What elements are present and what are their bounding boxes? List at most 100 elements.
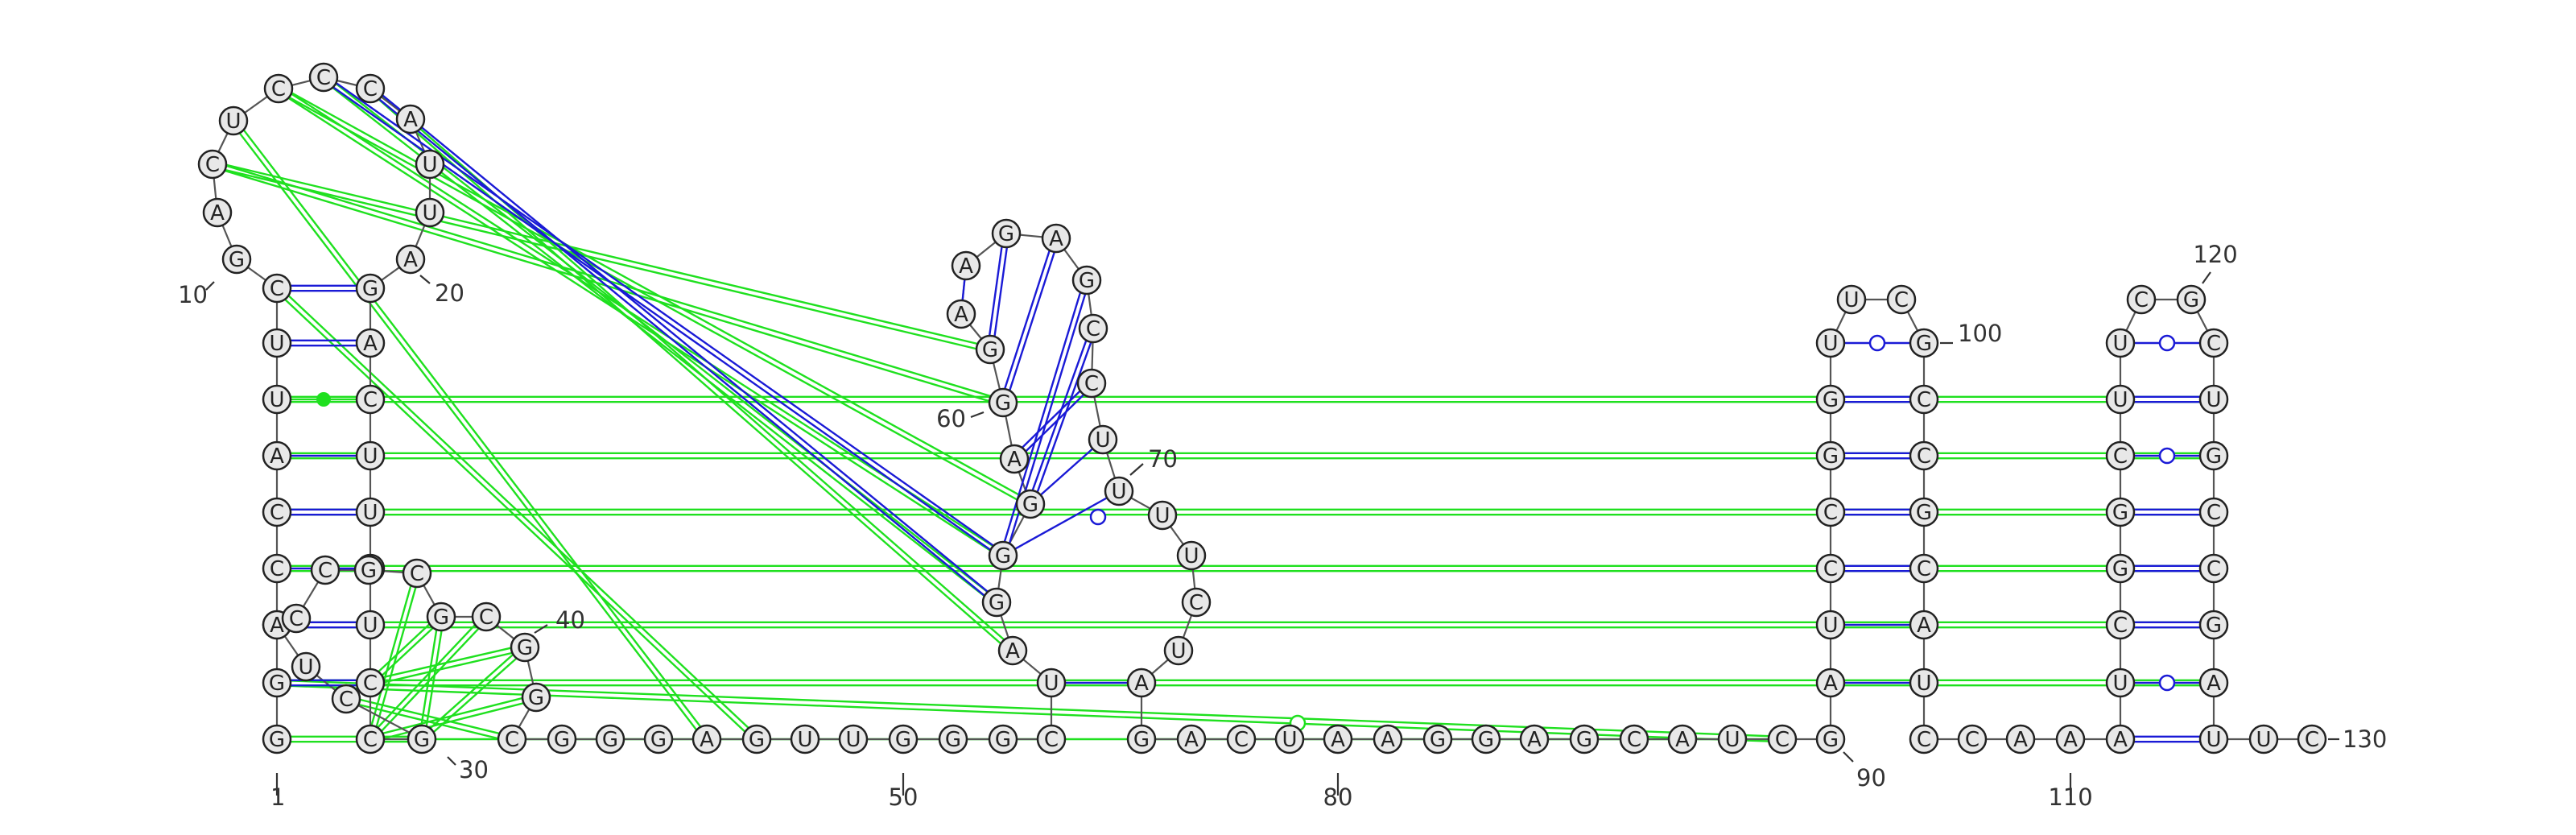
nucleotide-base: U: [2206, 728, 2221, 752]
position-label: 100: [1958, 320, 2002, 347]
base-pair: [321, 74, 1005, 559]
nucleotide-base: C: [289, 607, 303, 631]
nucleotide-base: C: [1917, 728, 1931, 752]
nucleotide: U: [1815, 328, 1846, 358]
nucleotide: C: [355, 384, 386, 415]
nucleotide: C: [331, 684, 361, 714]
nucleotide-base: A: [1134, 672, 1149, 696]
nucleotide-base: G: [1576, 728, 1592, 752]
nucleotide: G: [1422, 724, 1453, 754]
base-pair: [2120, 508, 2214, 516]
nucleotide-base: U: [362, 501, 378, 525]
nucleotide: G: [521, 682, 551, 713]
nucleotide: C: [1909, 384, 1939, 415]
nucleotide-base: G: [414, 728, 430, 752]
nucleotide-base: C: [2134, 288, 2149, 312]
nucleotide-base: C: [270, 277, 284, 301]
base-pair: [2120, 564, 2214, 573]
nucleotide-base: G: [1823, 388, 1839, 412]
position-tick: [970, 411, 985, 419]
nucleotide: C: [197, 149, 228, 180]
nucleotide-base: A: [363, 332, 378, 356]
nucleotide: G: [1071, 265, 1102, 296]
nucleotide: C: [1815, 497, 1846, 527]
nucleotide: C: [2105, 610, 2136, 640]
nucleotide-base: U: [1823, 614, 1838, 638]
nucleotide: U: [2198, 384, 2229, 415]
nucleotide: U: [1836, 284, 1867, 315]
nucleotide: C: [471, 601, 502, 632]
nucleotide-base: A: [403, 108, 418, 132]
nucleotide: C: [355, 724, 386, 754]
nucleotide-base: G: [554, 728, 570, 752]
nucleotide-base: C: [1894, 288, 1909, 312]
nucleotide: C: [308, 62, 339, 93]
nucleotide: U: [2105, 328, 2136, 358]
nucleotide: C: [2198, 328, 2229, 358]
nucleotide: G: [262, 724, 292, 754]
nucleotide: A: [2005, 724, 2036, 754]
nucleotide-base: U: [1282, 728, 1297, 752]
nucleotide: G: [2198, 440, 2229, 471]
nucleotide-base: A: [1527, 728, 1542, 752]
nucleotide-base: U: [1183, 544, 1199, 568]
nucleotide-base: A: [2063, 728, 2078, 752]
nucleotide: A: [1519, 724, 1550, 754]
nucleotide: C: [1909, 440, 1939, 471]
nucleotide: U: [355, 497, 386, 527]
nucleotide: G: [988, 387, 1018, 418]
base-pair: [1831, 508, 1924, 516]
nucleotide: G: [988, 540, 1018, 571]
position-label: 50: [889, 783, 919, 811]
tertiary-link: [368, 85, 1015, 654]
nucleotide-base: C: [2113, 444, 2128, 469]
nucleotide-base: C: [1084, 372, 1099, 396]
nucleotide: C: [1886, 284, 1917, 315]
nucleotide-base: C: [1189, 591, 1203, 615]
tertiary-link: [277, 679, 2214, 687]
nucleotide: G: [1126, 724, 1157, 754]
nucleotide-base: U: [1724, 728, 1740, 752]
nucleotide: G: [1909, 328, 1939, 358]
position-label: 40: [555, 606, 585, 634]
nucleotide: A: [2055, 724, 2086, 754]
nucleotide: A: [1373, 724, 1403, 754]
nucleotide: G: [2105, 553, 2136, 584]
nucleotide-base: C: [410, 562, 424, 586]
nucleotide: G: [991, 218, 1022, 249]
nucleotide-base: C: [339, 688, 353, 712]
nucleotide-base: G: [1079, 269, 1095, 293]
nucleotide-base: A: [959, 254, 973, 279]
nucleotide-base: G: [1430, 728, 1446, 752]
nucleotide: C: [1078, 313, 1108, 344]
nucleotide-base: A: [270, 614, 284, 638]
nucleotide: G: [1815, 384, 1846, 415]
position-label: 130: [2343, 725, 2387, 753]
nucleotide-base: U: [1095, 428, 1110, 453]
nucleotide: A: [951, 250, 981, 281]
nucleotide-base: G: [982, 338, 998, 362]
nucleotide-base: G: [269, 728, 285, 752]
nucleotide-base: G: [362, 277, 378, 301]
nucleotide-base: U: [422, 153, 437, 177]
tertiary-link: [277, 621, 2214, 629]
nucleotide: U: [790, 724, 820, 754]
nucleotide-base: C: [1965, 728, 1979, 752]
nucleotide-base: C: [505, 728, 519, 752]
nucleotide-base: C: [2113, 614, 2128, 638]
nucleotide: G: [547, 724, 577, 754]
position-tick: [419, 275, 431, 284]
nucleotide: A: [355, 328, 386, 358]
nucleotide: A: [1126, 668, 1157, 698]
nucleotide: A: [395, 244, 426, 275]
nucleotide: C: [262, 273, 292, 304]
tertiary-link: [366, 572, 421, 741]
nucleotide: C: [281, 603, 312, 634]
tertiary-link: [276, 85, 1033, 507]
base-pair: [1002, 490, 1120, 557]
nucleotide-base: C: [1917, 388, 1931, 412]
nucleotide-base: U: [1916, 672, 1931, 696]
nucleotide: G: [988, 724, 1018, 754]
gu-pair-marker: [2158, 674, 2176, 692]
